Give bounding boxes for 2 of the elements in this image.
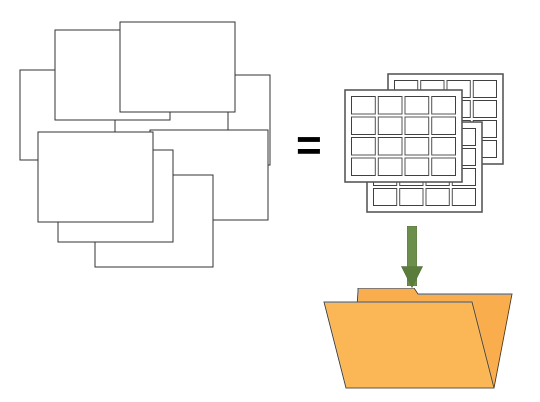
arrow — [401, 226, 423, 288]
equals-sign: = — [296, 124, 322, 168]
